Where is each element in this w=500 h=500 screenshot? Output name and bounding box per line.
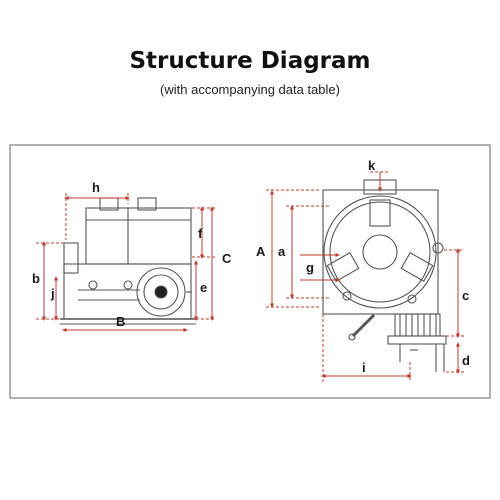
label-i: i — [362, 360, 366, 375]
label-b: b — [32, 271, 40, 286]
side-view-labels: h f C e b j B — [32, 180, 232, 329]
label-C: C — [222, 251, 232, 266]
label-k: k — [368, 158, 376, 173]
diagram-title: Structure Diagram — [129, 48, 371, 74]
diagram-subtitle: (with accompanying data table) — [160, 82, 340, 97]
label-e: e — [200, 280, 207, 295]
label-f: f — [198, 226, 203, 241]
label-h: h — [92, 180, 100, 195]
label-c: c — [462, 288, 469, 303]
diagram-frame — [9, 144, 491, 399]
label-g: g — [306, 260, 314, 275]
label-j: j — [50, 286, 55, 301]
front-view-labels: A a g k c d i — [256, 158, 470, 375]
label-d: d — [462, 353, 470, 368]
label-A: A — [256, 244, 266, 259]
label-a: a — [278, 244, 286, 259]
label-B: B — [116, 314, 125, 329]
side-view — [60, 197, 196, 325]
front-view-dimensions — [266, 171, 464, 382]
side-view-dimensions — [36, 193, 216, 332]
front-view — [322, 179, 447, 372]
